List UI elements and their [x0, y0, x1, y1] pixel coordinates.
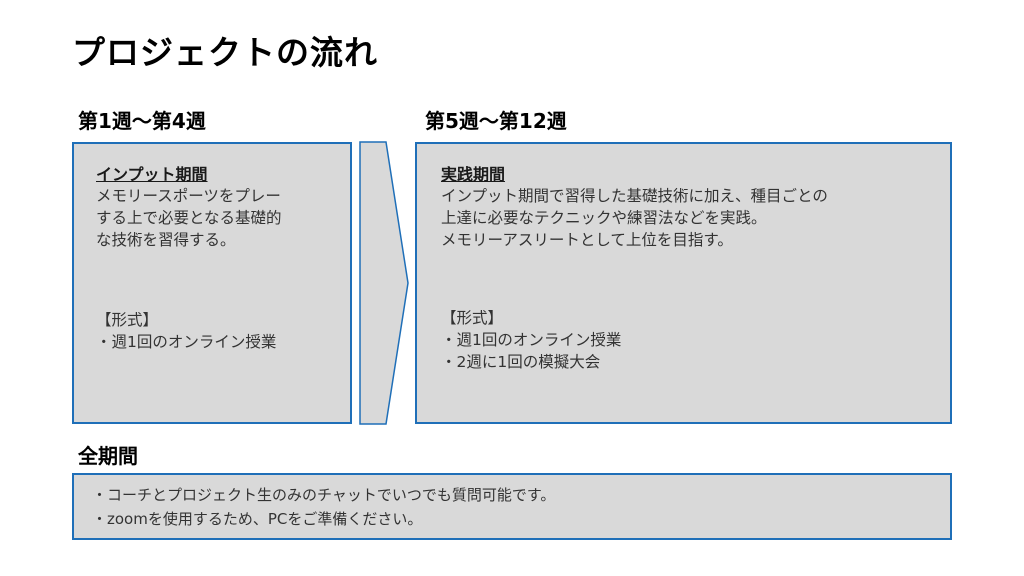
page-title: プロジェクトの流れ	[72, 33, 378, 72]
phase1-heading: 第1週〜第4週	[78, 109, 206, 133]
arrow-shape	[359, 141, 409, 425]
phase1-format: 【形式】 ・週1回のオンライン授業	[96, 309, 276, 353]
phase2-heading: 第5週〜第12週	[425, 109, 567, 133]
phase1-description-line: メモリースポーツをプレー	[96, 187, 281, 205]
phase2-description-line: メモリーアスリートとして上位を目指す。	[441, 231, 733, 249]
phase2-format-item: ・週1回のオンライン授業	[441, 331, 622, 349]
full-period-box: ・コーチとプロジェクト生のみのチャットでいつでも質問可能です。 ・zoomを使用…	[72, 473, 952, 540]
phase2-description-line: 上達に必要なテクニックや練習法などを実践。	[441, 209, 767, 227]
phase1-format-label: 【形式】	[96, 311, 159, 329]
phase2-format: 【形式】 ・週1回のオンライン授業 ・2週に1回の模擬大会	[441, 307, 621, 373]
full-period-heading: 全期間	[78, 444, 138, 468]
phase1-box-title: インプット期間	[96, 165, 208, 184]
phase1-box: インプット期間 メモリースポーツをプレー する上で必要となる基礎的 な技術を習得…	[72, 142, 352, 424]
phase2-format-item: ・2週に1回の模擬大会	[441, 353, 601, 371]
full-period-line: ・zoomを使用するため、PCをご準備ください。	[92, 510, 423, 528]
full-period-line: ・コーチとプロジェクト生のみのチャットでいつでも質問可能です。	[92, 486, 556, 504]
phase2-box-title: 実践期間	[441, 165, 506, 184]
phase1-description-line: する上で必要となる基礎的	[96, 209, 282, 227]
phase2-box: 実践期間 インプット期間で習得した基礎技術に加え、種目ごとの 上達に必要なテクニ…	[415, 142, 952, 424]
phase2-format-label: 【形式】	[441, 309, 504, 327]
phase2-description-line: インプット期間で習得した基礎技術に加え、種目ごとの	[441, 187, 828, 205]
chevron-right-arrow-icon	[359, 141, 409, 425]
phase1-description-line: な技術を習得する。	[96, 231, 236, 249]
phase1-format-item: ・週1回のオンライン授業	[96, 333, 277, 351]
